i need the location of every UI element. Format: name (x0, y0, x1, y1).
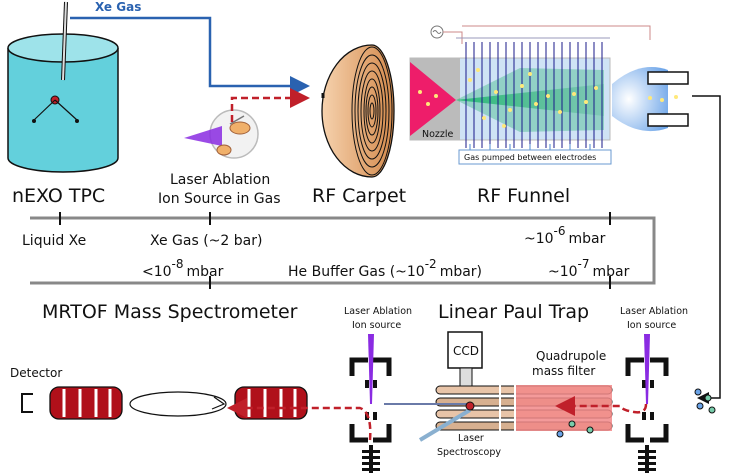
ion-path-arrow (230, 88, 310, 122)
laser-ablation-a-label-2: Ion source (352, 320, 401, 331)
quadrupole-label-1: Quadrupole (536, 349, 606, 363)
rf-carpet-label: RF Carpet (312, 185, 406, 207)
right-ion-source (625, 334, 716, 473)
paul-trap: CCD (384, 331, 613, 442)
ccd-label: CCD (453, 344, 479, 358)
mrtof-tube-left (49, 386, 123, 420)
mrtof-orbit (129, 391, 227, 417)
quadrupole-label-2: mass filter (532, 364, 595, 378)
gas-pumped-box (458, 149, 612, 165)
rf-funnel: Gas pumped between electrodes Nozzle (409, 25, 721, 404)
laser-ablation-gas-source (184, 88, 310, 159)
ion-path-left (227, 398, 372, 441)
spectroscopy-laser-icon (418, 408, 472, 442)
transfer-arrow (692, 95, 721, 404)
paul-trap-label: Linear Paul Trap (438, 301, 589, 323)
pressure-scale-axis (30, 212, 656, 289)
detector-label: Detector (10, 366, 62, 380)
laser-spectroscopy-label-2: Spectroscopy (437, 447, 501, 458)
laser-ablation-label-1: Laser Ablation (170, 172, 270, 188)
ion-path-right (555, 396, 648, 416)
rf-carpet (321, 44, 395, 178)
liquid-xe-label: Liquid Xe (22, 233, 86, 249)
laser-beam-icon-b (644, 334, 650, 404)
xe-gas-line: Xe Gas (70, 0, 310, 96)
gas-pumped-label: Gas pumped between electrodes (464, 153, 596, 162)
laser-ablation-a-label-1: Laser Ablation (344, 306, 412, 317)
nexo-tpc-cylinder (7, 1, 119, 173)
nozzle-label: Nozzle (422, 129, 454, 140)
xe-gas-pressure-label: Xe Gas (~2 bar) (150, 233, 262, 249)
rf-funnel-label: RF Funnel (477, 185, 570, 207)
xe-gas-label: Xe Gas (95, 0, 141, 14)
laser-ablation-b-label-1: Laser Ablation (620, 306, 688, 317)
mrtof-label: MRTOF Mass Spectrometer (42, 301, 298, 323)
detector-icon (21, 393, 33, 413)
laser-spectroscopy-label-1: Laser (458, 433, 484, 444)
laser-beam-icon (184, 126, 222, 146)
laser-ablation-label-2: Ion Source in Gas (158, 191, 281, 207)
nozzle-icon (410, 62, 456, 136)
paul-trap-ion-source (349, 334, 392, 473)
mrtof-tube-right (234, 386, 308, 420)
laser-ablation-b-label-2: Ion source (627, 320, 676, 331)
laser-beam-icon-a (368, 334, 374, 404)
nexo-tpc-label: nEXO TPC (12, 185, 105, 207)
